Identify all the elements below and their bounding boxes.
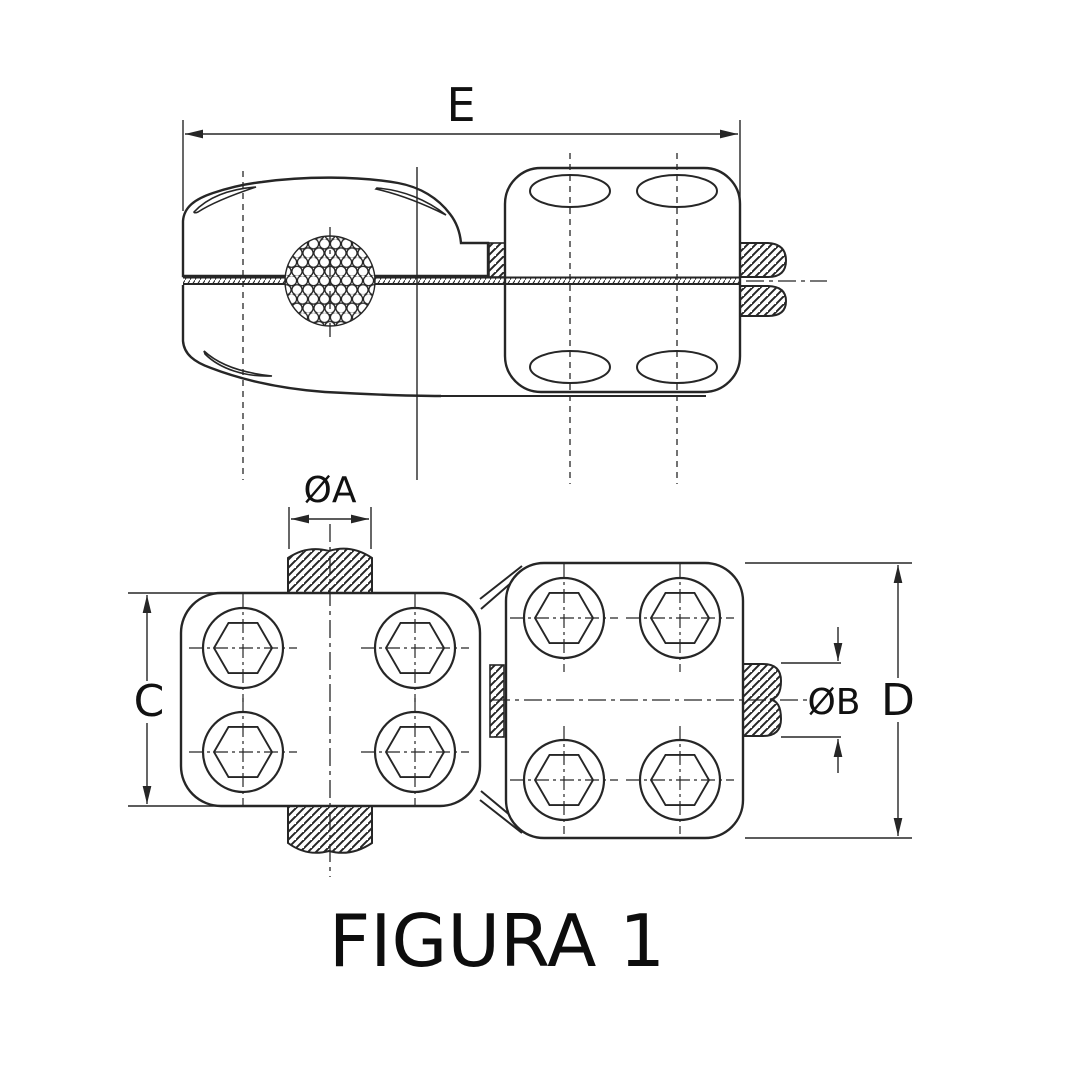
dimension-b: ØB (781, 627, 861, 773)
edge-lens-bottom-left (203, 350, 273, 377)
strand-bundle (284, 235, 376, 327)
bolt-head (510, 726, 618, 834)
top-view: E (181, 78, 827, 484)
front-view: ØA (127, 470, 921, 877)
edge-lens-top-left (193, 186, 257, 214)
figure-caption: FIGURA 1 (329, 899, 665, 983)
bolt-head (510, 564, 618, 672)
dimension-d: D (745, 562, 921, 839)
spacer-section (488, 242, 506, 278)
left-cap-upper-outline (181, 176, 490, 278)
clamp-seam (183, 276, 739, 285)
dim-label-c: C (134, 676, 165, 727)
edge-lens-top-right (374, 187, 447, 216)
dim-label-b: ØB (807, 682, 860, 723)
bolt-head (189, 698, 297, 806)
dimension-c: C (127, 592, 262, 807)
seam-hatch (183, 277, 739, 284)
bolt-head (361, 698, 469, 806)
bolt-section-lower (739, 285, 788, 317)
conductor-cross-section (284, 227, 376, 337)
dim-label-e: E (446, 78, 475, 132)
spacer-section (489, 664, 505, 738)
dim-label-a: ØA (304, 470, 357, 511)
label-backing (875, 678, 921, 722)
bolt-head (189, 594, 297, 702)
left-cap-lower-outline (181, 285, 442, 398)
label-backing (127, 681, 169, 723)
dim-label-d: D (881, 675, 915, 726)
dimension-e: E (182, 78, 741, 344)
keeper-bolt-side (739, 242, 827, 317)
dimension-a: ØA (288, 470, 372, 549)
bolt-head (626, 726, 734, 834)
bolt-head (361, 594, 469, 702)
bolt-head (626, 564, 734, 672)
bolt-section-upper (739, 242, 788, 278)
